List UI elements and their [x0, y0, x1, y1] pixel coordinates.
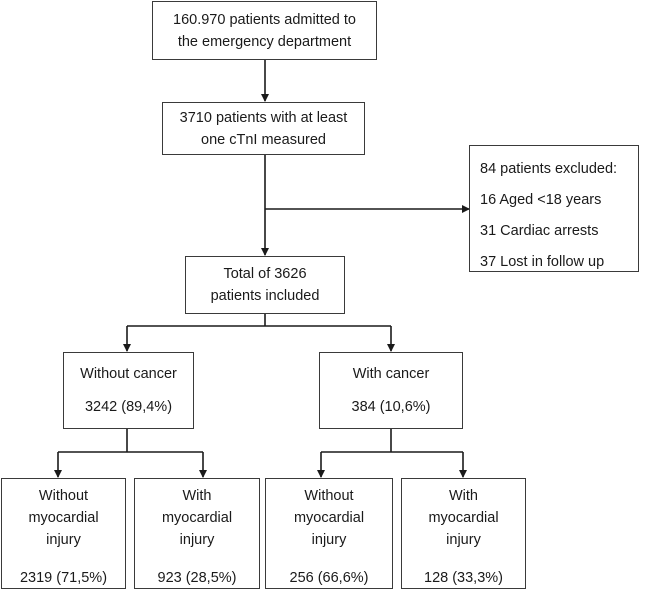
- admitted-box: 160.970 patients admitted to the emergen…: [152, 1, 377, 60]
- excluded-item-2: 31 Cardiac arrests: [480, 223, 599, 239]
- without-cancer-label: Without cancer: [80, 366, 177, 382]
- included-line-1: Total of 3626: [223, 266, 307, 282]
- leaf-4-line-1: With: [449, 488, 478, 504]
- with-cancer-box: With cancer 384 (10,6%): [319, 352, 463, 429]
- leaf-3-value: 256 (66,6%): [289, 570, 369, 586]
- leaf-2-line-2: myocardial: [161, 510, 233, 526]
- leaf-4-line-2: myocardial: [428, 510, 499, 526]
- leaf-with-cancer-with-injury: With myocardial injury 128 (33,3%): [401, 478, 526, 589]
- admitted-line-2: the emergency department: [177, 33, 352, 50]
- measured-line-2: one cTnI measured: [201, 131, 326, 148]
- excluded-item-3: 37 Lost in follow up: [480, 254, 605, 270]
- leaf-2-value: 923 (28,5%): [157, 570, 237, 586]
- with-cancer-value: 384 (10,6%): [351, 399, 431, 415]
- leaf-1-line-1: Without: [38, 488, 89, 504]
- leaf-without-cancer-without-injury: Without myocardial injury 2319 (71,5%): [1, 478, 126, 589]
- measured-line-1: 3710 patients with at least: [179, 109, 348, 126]
- leaf-2-line-3: injury: [179, 532, 215, 548]
- admitted-line-1: 160.970 patients admitted to: [173, 11, 356, 28]
- leaf-1-value: 2319 (71,5%): [19, 570, 108, 586]
- leaf-with-cancer-without-injury: Without myocardial injury 256 (66,6%): [265, 478, 393, 589]
- without-cancer-box: Without cancer 3242 (89,4%): [63, 352, 194, 429]
- leaf-1-line-2: myocardial: [28, 510, 99, 526]
- with-cancer-label: With cancer: [352, 366, 430, 382]
- leaf-3-line-3: injury: [311, 532, 347, 548]
- without-cancer-value: 3242 (89,4%): [84, 399, 173, 415]
- included-line-2: patients included: [210, 288, 320, 304]
- excluded-title: 84 patients excluded:: [480, 161, 618, 177]
- excluded-box: 84 patients excluded: 16 Aged <18 years …: [469, 145, 639, 272]
- leaf-2-line-1: With: [182, 488, 212, 504]
- leaf-1-line-3: injury: [46, 532, 81, 548]
- leaf-3-line-2: myocardial: [293, 510, 365, 526]
- leaf-4-value: 128 (33,3%): [424, 570, 503, 586]
- measured-box: 3710 patients with at least one cTnI mea…: [162, 102, 365, 155]
- excluded-item-1: 16 Aged <18 years: [480, 192, 602, 208]
- leaf-4-line-3: injury: [446, 532, 481, 548]
- leaf-3-line-1: Without: [304, 488, 354, 504]
- included-box: Total of 3626 patients included: [185, 256, 345, 314]
- leaf-without-cancer-with-injury: With myocardial injury 923 (28,5%): [134, 478, 260, 589]
